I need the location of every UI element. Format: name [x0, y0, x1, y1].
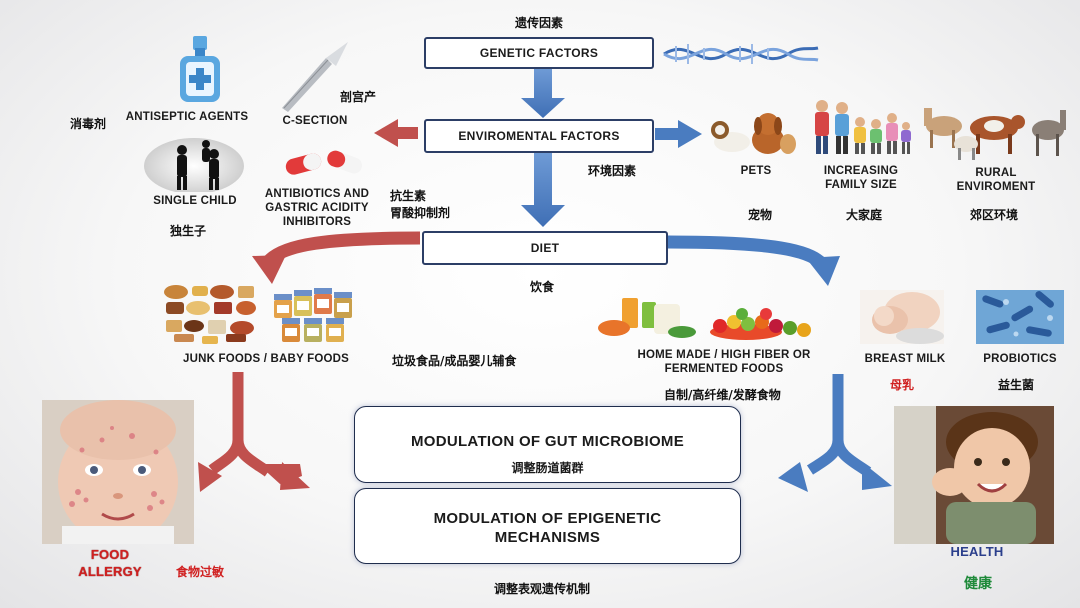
rural-cn: 郊区环境 — [970, 208, 1019, 222]
arrow-left-split — [208, 372, 272, 477]
environmental-factors-box: ENVIROMENTAL FACTORS — [424, 119, 654, 153]
single-child-label: SINGLE CHILD — [153, 195, 237, 207]
arrow-env-to-left — [374, 119, 418, 147]
microbiome-label: MODULATION OF GUT MICROBIOME — [410, 433, 685, 450]
single-child-silhouette-icon — [144, 138, 244, 192]
junk-food-icon — [164, 285, 256, 344]
allergy-baby-photo — [42, 400, 194, 544]
single-child-cn: 独生子 — [170, 224, 207, 238]
c-section-label: C-SECTION — [282, 115, 348, 127]
epigenetic-label: MODULATION OF EPIGENETIC MECHANISMS — [433, 510, 662, 546]
food-allergy-cn: 食物过敏 — [176, 565, 225, 579]
pets-cn: 宠物 — [748, 208, 773, 222]
breast-milk-cn: 母乳 — [890, 378, 915, 392]
home-made-foods-cn: 自制/高纤维/发酵食物 — [664, 388, 781, 402]
diet-box: DIET — [422, 231, 668, 265]
health-cn: 健康 — [964, 576, 992, 592]
arrow-diet-to-left — [262, 231, 421, 267]
pets-icon — [711, 113, 796, 154]
arrow-env-to-diet — [521, 152, 565, 227]
antiseptic-cn: 消毒剂 — [70, 117, 107, 131]
health-label: HEALTH — [950, 544, 1004, 559]
breast-milk-label: BREAST MILK — [864, 353, 946, 365]
breast-milk-icon — [860, 290, 944, 344]
food-allergy-label: FOOD ALLERGY — [78, 547, 142, 579]
diet-cn: 饮食 — [530, 280, 555, 294]
env-cn: 环境因素 — [588, 164, 637, 178]
family-icon — [815, 100, 911, 154]
arrow-right-split — [806, 374, 872, 477]
epigenetic-cn: 调整表观遗传机制 — [494, 582, 591, 596]
probiotics-bacteria-icon — [976, 290, 1064, 344]
dna-icon — [663, 44, 819, 64]
scalpel-icon — [282, 42, 348, 112]
pets-label: PETS — [740, 165, 772, 177]
probiotics-cn: 益生菌 — [998, 378, 1035, 392]
probiotics-label: PROBIOTICS — [983, 353, 1057, 365]
genetic-cn: 遗传因素 — [515, 16, 564, 30]
baby-food-jars-icon — [274, 288, 352, 342]
healthy-baby-photo — [894, 406, 1054, 544]
home-made-foods-icon — [598, 298, 811, 340]
farm-animals-icon — [924, 108, 1066, 160]
antibiotics-label: ANTIBIOTICS AND GASTRIC ACIDITY INHIBITO… — [264, 188, 370, 228]
arrow-genetic-to-env — [521, 68, 565, 118]
microbiome-cn: 调整肠道菌群 — [511, 461, 584, 475]
home-made-foods-label: HOME MADE / HIGH FIBER OR FERMENTED FOOD… — [637, 349, 811, 375]
family-size-label: INCREASING FAMILY SIZE — [823, 165, 899, 191]
rural-label: RURAL ENVIROMENT — [956, 167, 1036, 193]
family-size-cn: 大家庭 — [846, 208, 883, 222]
arrow-env-to-right — [655, 120, 702, 148]
antiseptic-bottle-icon — [180, 36, 220, 102]
microbiome-box: MODULATION OF GUT MICROBIOME 调整肠道菌群 — [354, 406, 741, 483]
antiseptic-label: ANTISEPTIC AGENTS — [125, 111, 249, 123]
c-section-cn: 剖宫产 — [340, 90, 377, 104]
arrow-diet-to-right — [667, 235, 827, 269]
antibiotics-cn: 抗生素 — [390, 189, 427, 203]
epigenetic-box: MODULATION OF EPIGENETIC MECHANISMS — [354, 488, 741, 564]
junk-baby-foods-label: JUNK FOODS / BABY FOODS — [182, 353, 350, 365]
genetic-factors-box: GENETIC FACTORS — [424, 37, 654, 69]
gastric-inhibitors-cn: 胃酸抑制剂 — [390, 206, 451, 220]
junk-baby-foods-cn: 垃圾食品/成品婴儿辅食 — [392, 354, 517, 368]
capsules-icon — [285, 150, 363, 175]
